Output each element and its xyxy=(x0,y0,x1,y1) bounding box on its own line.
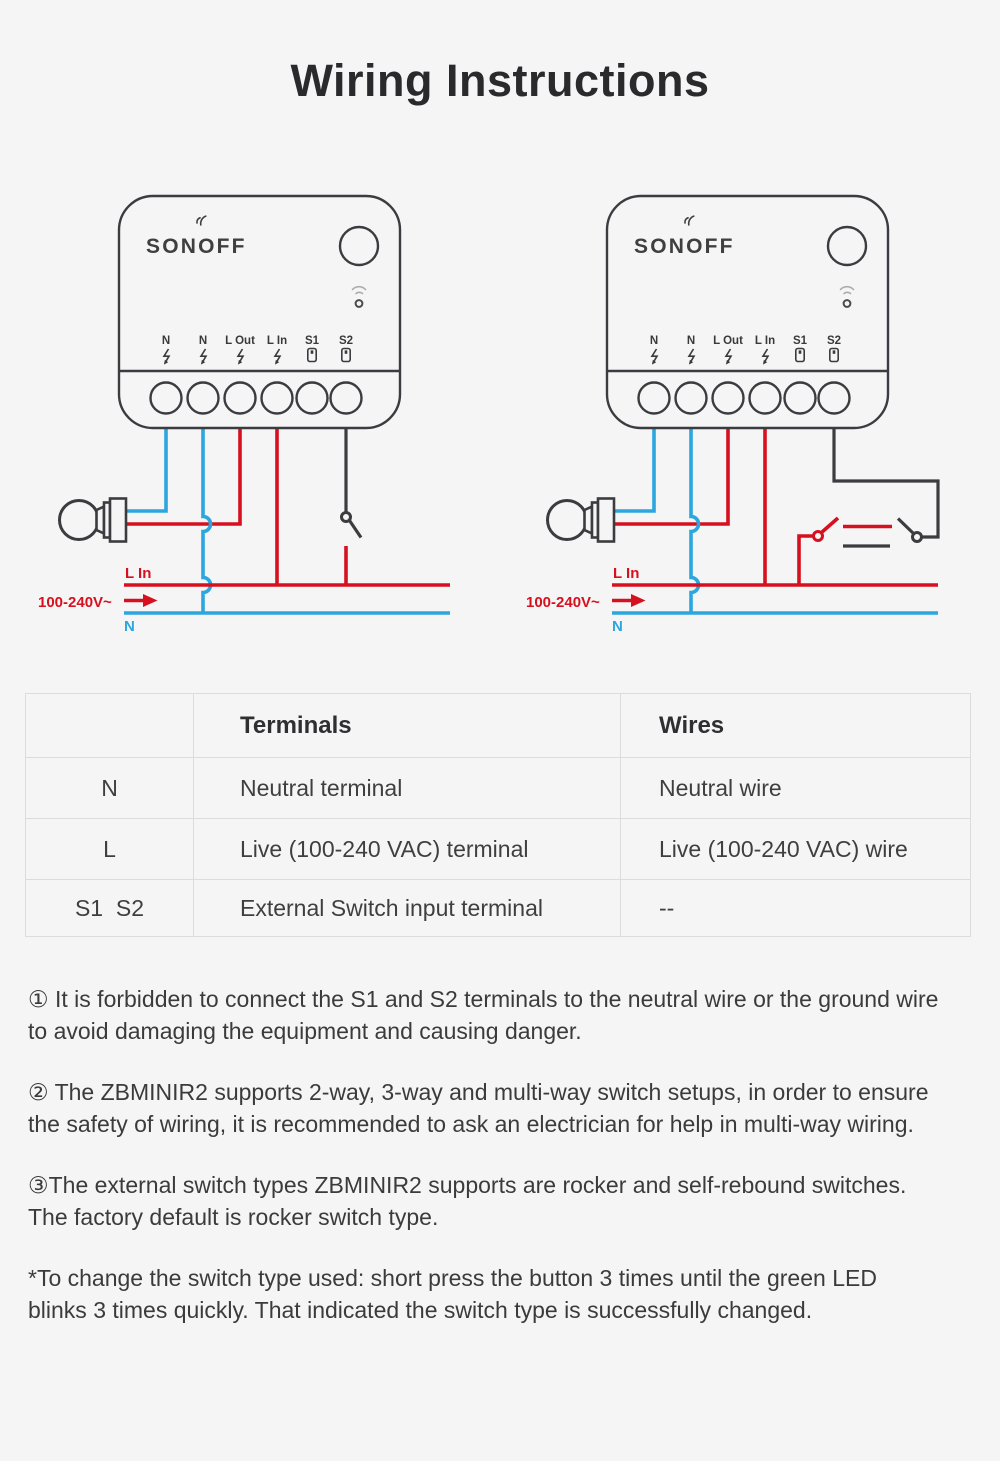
two-way-switches xyxy=(797,429,940,585)
switch2-pivot xyxy=(911,531,923,543)
header-empty xyxy=(25,693,194,758)
switch1-pivot xyxy=(812,530,824,542)
table-header-row: Terminals Wires xyxy=(25,693,971,758)
cell-wire-n: Neutral wire xyxy=(620,757,971,819)
cell-label-l: L xyxy=(25,818,194,880)
table-row-l: L Live (100-240 VAC) terminal Live (100-… xyxy=(25,818,971,880)
wire-s2-routing xyxy=(832,429,940,539)
cell-terminal-l: Live (100-240 VAC) terminal xyxy=(193,818,621,880)
note-3: ③The external switch types ZBMINIR2 supp… xyxy=(28,1172,907,1230)
header-terminals: Terminals xyxy=(193,693,621,758)
cell-label-s1s2: S1 S2 xyxy=(25,879,194,937)
cell-wire-s1s2: -- xyxy=(620,879,971,937)
switch-pivot xyxy=(340,511,352,523)
single-switch xyxy=(340,429,363,585)
header-wires: Wires xyxy=(620,693,971,758)
table-row-s1s2: S1 S2 External Switch input terminal -- xyxy=(25,879,971,937)
cell-wire-l: Live (100-240 VAC) wire xyxy=(620,818,971,880)
diagram-two-way-switch xyxy=(526,196,938,635)
diagram-single-switch xyxy=(38,196,450,635)
cell-terminal-s1s2: External Switch input terminal xyxy=(193,879,621,937)
note-1: ① It is forbidden to connect the S1 and … xyxy=(28,986,939,1044)
switch2-lever xyxy=(896,517,915,535)
cell-terminal-n: Neutral terminal xyxy=(193,757,621,819)
page-title: Wiring Instructions xyxy=(290,55,710,106)
notes-section: ① It is forbidden to connect the S1 and … xyxy=(28,984,940,1356)
note-2: ② The ZBMINIR2 supports 2-way, 3-way and… xyxy=(28,1079,929,1137)
terminals-table: Terminals Wires N Neutral terminal Neutr… xyxy=(25,693,971,937)
wire-switch1-to-live xyxy=(797,534,814,585)
cell-label-n: N xyxy=(25,757,194,819)
switch1-lever xyxy=(820,516,840,534)
wiring-diagrams: SONOFF xyxy=(0,180,1000,660)
table-row-n: N Neutral terminal Neutral wire xyxy=(25,757,971,819)
note-4: *To change the switch type used: short p… xyxy=(28,1265,877,1323)
switch-lever xyxy=(348,519,363,539)
